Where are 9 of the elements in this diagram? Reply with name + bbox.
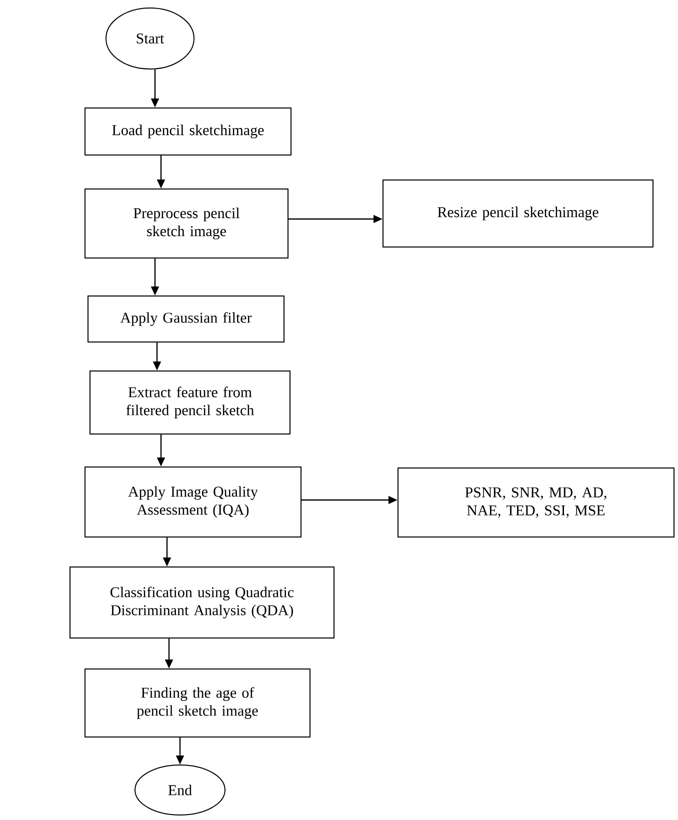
process-box: Finding the age of pencil sketch image [84,668,310,738]
process-box: PSNR, SNR, MD, AD, NAE, TED, SSI, MSE [398,468,674,538]
process-box: Apply Image Quality Assessment (IQA) [84,466,302,538]
process-box: Apply Gaussian filter [88,296,284,342]
process-box: Load pencil sketchimage [84,108,292,156]
process-box: Classification using Quadratic Discriminant Analysis (QDA) [70,566,334,638]
process-box: Resize pencil sketchimage [382,180,654,248]
process-box: Extract feature from filtered pencil sketch [90,370,290,434]
process-box: Preprocess pencil sketch image [84,188,288,258]
